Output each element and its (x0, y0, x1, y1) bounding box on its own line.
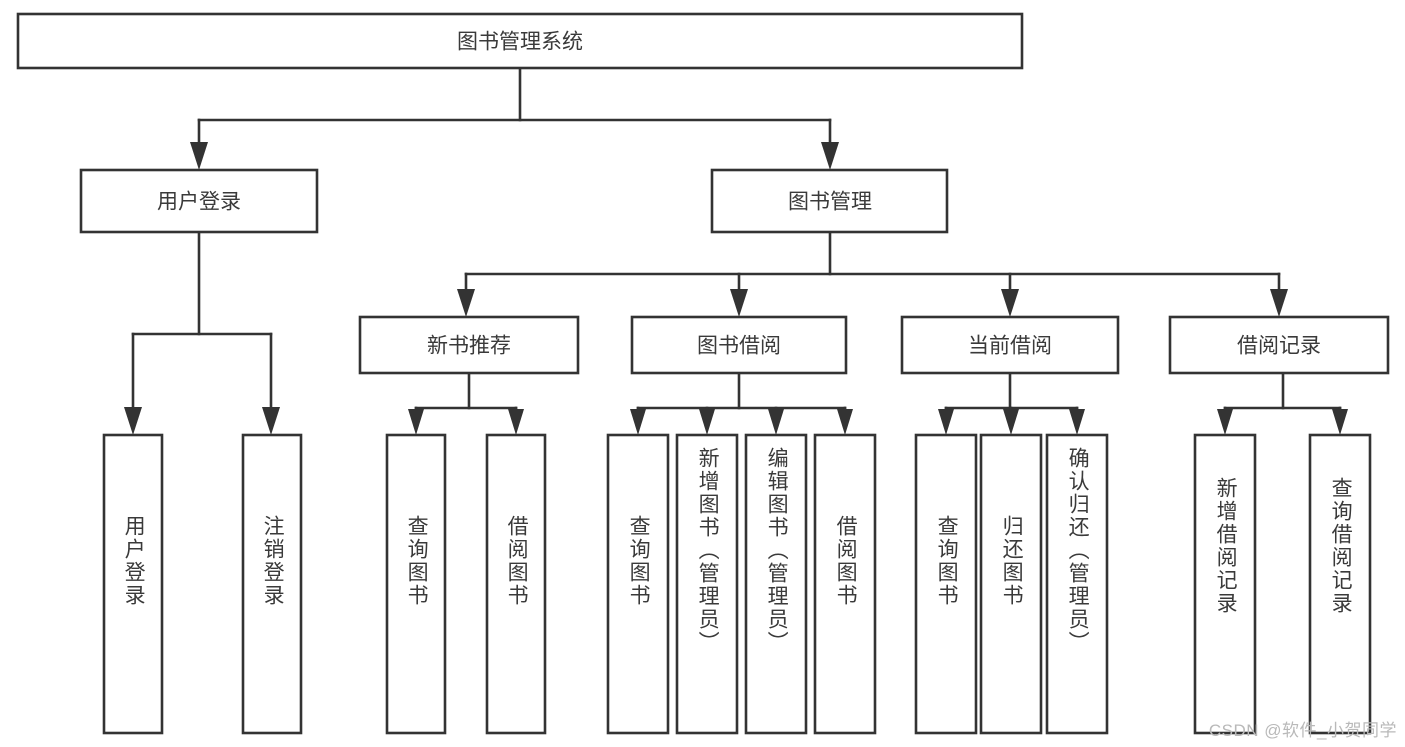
leaf-box-confirm-return[interactable] (1045, 433, 1109, 735)
node-label-new-book-recommend: 新书推荐 (427, 335, 511, 358)
arrow-head-borrow-book-b (837, 409, 853, 435)
arrow-head-user-login (190, 142, 208, 170)
node-box-new-book-recommend[interactable] (358, 315, 580, 375)
arrow-head-new-book-rec (457, 289, 475, 317)
connector-group-current-borrow (938, 371, 1085, 435)
arrow-head-confirm-return (1069, 409, 1085, 435)
arrow-head-current-borrow (1001, 289, 1019, 317)
arrow-head-add-borrow-record (1217, 409, 1233, 435)
arrow-head-query-borrow-record (1332, 409, 1348, 435)
node-box-borrow-record[interactable] (1168, 315, 1390, 375)
arrow-head-borrow-book-a (508, 409, 524, 435)
arrow-head-add-book (699, 409, 715, 435)
node-book-manage[interactable]: 图书管理 (710, 168, 949, 234)
arrow-head-leaf-user-login (124, 407, 142, 435)
leaf-box-query-borrow-record[interactable] (1308, 433, 1372, 735)
node-box-root[interactable] (16, 12, 1024, 70)
leaf-box-logout[interactable] (241, 433, 303, 735)
node-label-current-borrow: 当前借阅 (968, 335, 1052, 358)
connector-group-new-book-rec (408, 371, 524, 435)
arrow-head-query-book-c (938, 409, 954, 435)
connector-group-root (190, 66, 839, 170)
connector-group-borrow-record (1217, 371, 1348, 435)
node-label-book-manage: 图书管理 (788, 191, 872, 214)
leaf-box-borrow-book-b[interactable] (813, 433, 877, 735)
node-label-root: 图书管理系统 (457, 31, 583, 54)
leaf-box-borrow-book-a[interactable] (485, 433, 547, 735)
connector-group-book-manage (457, 230, 1288, 317)
node-borrow-record[interactable]: 借阅记录 (1168, 315, 1390, 375)
connector-group-book-borrow (630, 371, 853, 435)
arrow-head-query-book-b (630, 409, 646, 435)
connector-group-user-login (124, 230, 280, 435)
csdn-watermark: CSDN @软件_小贺同学 (1208, 721, 1397, 740)
node-new-book-recommend[interactable]: 新书推荐 (358, 315, 580, 375)
arrow-head-edit-book (768, 409, 784, 435)
node-box-book-borrow[interactable] (630, 315, 848, 375)
leaf-box-edit-book[interactable] (744, 433, 808, 735)
node-box-book-manage[interactable] (710, 168, 949, 234)
node-label-user-login: 用户登录 (157, 191, 241, 214)
leaf-box-query-book-a[interactable] (385, 433, 447, 735)
node-label-borrow-record: 借阅记录 (1237, 335, 1321, 358)
leaf-box-return-book[interactable] (979, 433, 1043, 735)
leaf-box-add-book[interactable] (675, 433, 739, 735)
node-label-book-borrow: 图书借阅 (697, 335, 781, 358)
node-user-login[interactable]: 用户登录 (79, 168, 319, 234)
leaf-box-query-book-c[interactable] (914, 433, 978, 735)
arrow-head-leaf-logout (262, 407, 280, 435)
leaf-box-group (102, 433, 1372, 735)
node-book-borrow[interactable]: 图书借阅 (630, 315, 848, 375)
arrow-head-book-borrow (730, 289, 748, 317)
node-box-current-borrow[interactable] (900, 315, 1120, 375)
node-current-borrow[interactable]: 当前借阅 (900, 315, 1120, 375)
arrow-head-query-book-a (408, 409, 424, 435)
arrow-head-book-manage (821, 142, 839, 170)
leaf-box-add-borrow-record[interactable] (1193, 433, 1257, 735)
node-box-user-login[interactable] (79, 168, 319, 234)
leaf-box-query-book-b[interactable] (606, 433, 670, 735)
node-root[interactable]: 图书管理系统 (16, 12, 1024, 70)
leaf-box-user-login[interactable] (102, 433, 164, 735)
arrow-head-return-book (1003, 409, 1019, 435)
arrow-head-borrow-record (1270, 289, 1288, 317)
